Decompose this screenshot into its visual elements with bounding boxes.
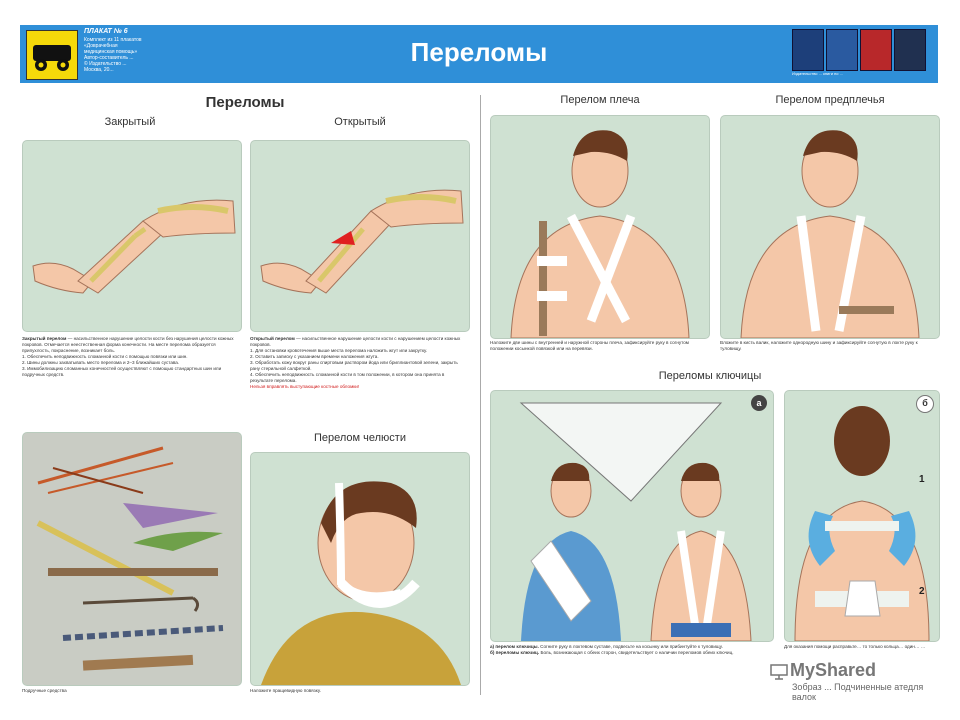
caption-term: а) перелом ключицы. xyxy=(490,644,539,649)
book-cover xyxy=(860,29,892,71)
shoulder-caption: Наложите две шины с внутренней и наружно… xyxy=(490,340,689,351)
column-divider xyxy=(480,95,481,695)
shoulder-fracture-illustration xyxy=(490,115,710,339)
presentation-icon xyxy=(770,664,788,680)
marker-a: а xyxy=(751,395,767,411)
caption-line: Согните руку в локтевом суставе, подвесь… xyxy=(540,644,723,649)
book-cover xyxy=(894,29,926,71)
open-fracture-caption: Открытый перелом — насильственное наруше… xyxy=(250,336,468,390)
caption-term: Закрытый перелом xyxy=(22,336,67,341)
jaw-fracture-illustration xyxy=(250,452,470,686)
caption-line: — насильственное нарушение целости кости… xyxy=(250,336,461,347)
caption-line: конечности. На месте перелома образуется… xyxy=(22,342,216,353)
caption-line: 2. Оставить записку с указанием времени … xyxy=(250,354,379,359)
tools-caption: Подручные средства xyxy=(22,688,67,693)
poster-info-line: Комплект из 11 плакатов xyxy=(84,37,142,43)
back-caption: Для оказания помощи расправьте… то тольк… xyxy=(784,644,926,649)
clavicle-fracture-title: Переломы ключицы xyxy=(658,370,762,382)
improvised-splints-illustration xyxy=(22,432,242,686)
jaw-caption: Наложите пращевидную повязку. xyxy=(250,688,321,693)
poster-info-line: «Доврачебная xyxy=(84,43,118,49)
book-cover xyxy=(826,29,858,71)
forearm-fracture-illustration xyxy=(720,115,940,339)
closed-fracture-illustration xyxy=(22,140,242,332)
poster-info-line: © Издательство ... xyxy=(84,61,127,67)
forearm-caption: Вложите в кисть валик, наложите однородн… xyxy=(720,340,918,351)
poster-info-line: Москва, 20... xyxy=(84,67,114,73)
poster-info-line: Автор-составитель ... xyxy=(84,55,134,61)
watermark-sub: Зобраз ... Подчиненные атедля валок xyxy=(792,682,924,702)
caption-line: 2. Шины должны захватывать место перелом… xyxy=(22,360,180,365)
label-open: Открытый xyxy=(334,116,386,128)
marker-b: б xyxy=(916,395,934,413)
caption-term: Открытый перелом xyxy=(250,336,295,341)
jaw-fracture-title: Перелом челюсти xyxy=(313,432,406,444)
caption-line: — насильственное нарушение целости кости… xyxy=(22,336,234,347)
label-1: 1 xyxy=(919,474,925,485)
page-title: Переломы xyxy=(410,37,548,67)
caption-term: б) переломы ключиц. xyxy=(490,650,540,655)
poster-number: ПЛАКАТ № 6 xyxy=(84,28,128,35)
clavicle-sling-illustration xyxy=(490,390,774,642)
caption-line: 1. Обеспечить неподвижность сломанной ко… xyxy=(22,354,188,359)
forearm-fracture-title: Перелом предплечья xyxy=(775,94,885,106)
watermark: MyShared Зобраз ... Подчиненные атедля в… xyxy=(770,660,940,702)
closed-fracture-caption: Закрытый перелом — насильственное наруше… xyxy=(22,336,240,378)
book-covers: Издательство ... книги по ... xyxy=(792,29,932,79)
caption-line: 3. Обработать кожу вокруг раны спиртовым… xyxy=(250,360,458,371)
poster-info: ПЛАКАТ № 6 Комплект из 11 плакатов «Довр… xyxy=(84,28,204,73)
section-title-fractures: Переломы xyxy=(205,94,285,111)
caption-line: 4. Обеспечить неподвижность сломанной ко… xyxy=(250,372,445,383)
caption-line: Боль, возникающая с обеих сторон, свидет… xyxy=(540,650,734,655)
header-banner: ПЛАКАТ № 6 Комплект из 11 плакатов «Довр… xyxy=(20,25,938,83)
label-2: 2 xyxy=(919,586,925,597)
caption-line: 3. Иммобилизацию сломанных конечностей о… xyxy=(22,366,222,377)
poster-info-line: медицинская помощь» xyxy=(84,49,138,55)
warning-text: Нельзя вправлять выступающие костные обл… xyxy=(250,384,360,389)
open-fracture-illustration xyxy=(250,140,470,332)
clavicle-caption: а) перелом ключицы. Согните руку в локте… xyxy=(490,644,772,656)
label-closed: Закрытый xyxy=(104,116,156,128)
caption-line: 1. Для остановки кровотечения выше места… xyxy=(250,348,428,353)
clavicle-ring-bandage-illustration xyxy=(784,390,940,642)
shoulder-fracture-title: Перелом плеча xyxy=(560,94,640,106)
book-cover xyxy=(792,29,824,71)
covers-caption: Издательство ... книги по ... xyxy=(792,71,843,76)
watermark-brand: MyShared xyxy=(790,660,877,680)
publisher-logo xyxy=(26,30,78,80)
